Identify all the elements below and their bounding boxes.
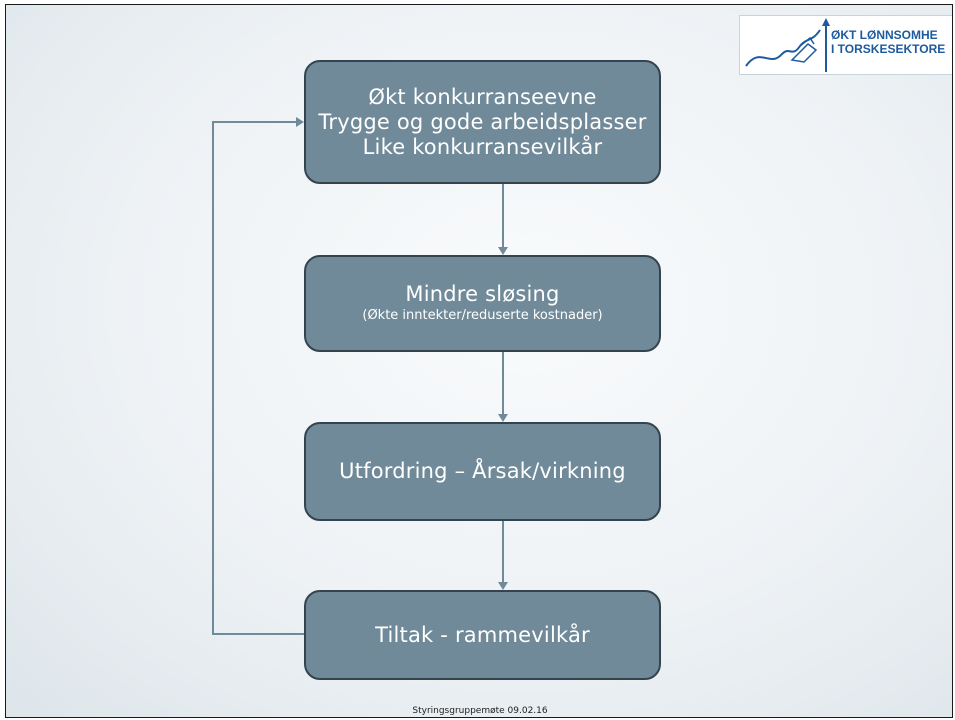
goal-box: Økt konkurranseevne Trygge og gode arbei… [304,60,661,184]
arrowhead-1 [498,247,508,255]
arrowhead-2 [498,414,508,422]
footer-text: Styringsgruppemøte 09.02.16 [412,706,548,716]
goal-line-2: Trygge og gode arbeidsplasser [318,109,647,134]
flow-connectors [212,117,508,635]
company-logo: ØKT LØNNSOMHE I TORSKESEKTORE [739,15,952,75]
logo-line-2: I TORSKESEKTORE [831,42,946,56]
logo-line-1: ØKT LØNNSOMHE [831,28,938,42]
waste-subtitle: (Økte inntekter/reduserte kostnader) [362,308,603,323]
measures-title: Tiltak - rammevilkår [375,622,590,647]
arrowhead-feedback [296,117,304,127]
challenge-title: Utfordring – Årsak/virkning [339,459,626,483]
waste-title: Mindre sløsing [405,282,560,306]
goal-line-3: Like konkurransevilkår [362,134,603,159]
measures-box: Tiltak - rammevilkår [304,590,661,680]
logo-text: ØKT LØNNSOMHE I TORSKESEKTORE [831,28,945,56]
slide: ØKT LØNNSOMHE I TORSKESEKTORE Økt konkur… [5,4,953,718]
waste-box: Mindre sløsing (Økte inntekter/reduserte… [304,255,661,352]
arrowhead-3 [498,582,508,590]
goal-line-1: Økt konkurranseevne [368,84,597,109]
challenge-box: Utfordring – Årsak/virkning [304,422,661,521]
fish-graph-logo-icon [745,18,830,72]
feedback-loop-line [212,121,304,635]
